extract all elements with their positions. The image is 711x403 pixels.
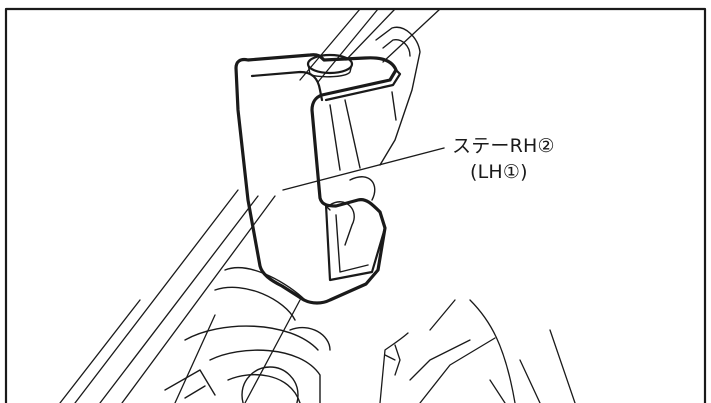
clip-area-lines [379, 299, 576, 403]
stay-bracket-inner-fold [335, 214, 369, 273]
mounting-hole-depth [307, 63, 353, 78]
stay-bracket-fold [324, 203, 387, 282]
mounting-hole [306, 53, 354, 75]
background-panel-lines [59, 8, 441, 403]
part-label: ステーRH② [452, 135, 555, 157]
stay-bracket-inner-edge [250, 68, 402, 102]
stay-bracket-outline [234, 53, 398, 305]
stay-bracket [234, 53, 402, 305]
callout-leader-line [282, 147, 445, 191]
part-label-alt: (LH①) [470, 161, 528, 183]
figure-border [4, 7, 707, 403]
mirror-housing-lines [164, 267, 331, 403]
